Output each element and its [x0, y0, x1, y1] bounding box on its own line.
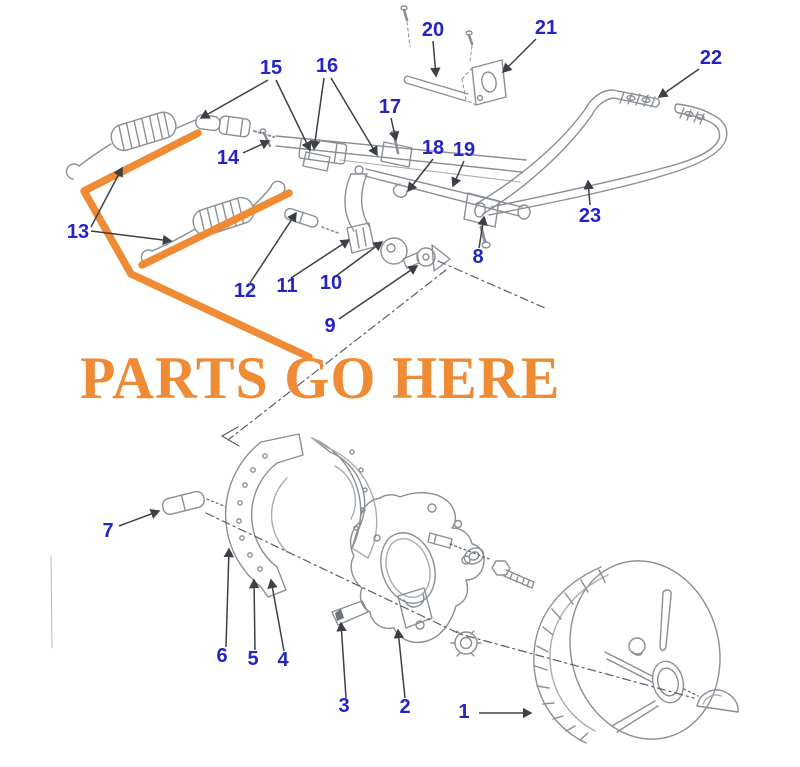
- part-label-7: 7: [102, 520, 114, 542]
- part-label-16: 16: [315, 55, 339, 77]
- part-label-11: 11: [276, 275, 298, 297]
- part-label-9: 9: [324, 315, 336, 337]
- part-label-6: 6: [216, 645, 228, 667]
- part-label-8: 8: [472, 246, 484, 268]
- leader-lines: [90, 38, 700, 719]
- part-label-15: 15: [259, 57, 283, 79]
- part-label-10: 10: [319, 272, 343, 294]
- part-label-13: 13: [66, 221, 90, 243]
- construction-lines: [205, 260, 699, 699]
- part-label-4: 4: [277, 649, 289, 671]
- part-label-17: 17: [378, 96, 402, 118]
- part-label-21: 21: [534, 17, 558, 39]
- part-label-20: 20: [421, 19, 445, 41]
- annotation-text: PARTS GO HERE: [80, 343, 561, 412]
- part-label-18: 18: [421, 137, 445, 159]
- part-label-22: 22: [699, 47, 723, 69]
- part-label-1: 1: [458, 701, 470, 723]
- part-label-5: 5: [247, 648, 259, 670]
- parts-artwork: [50, 5, 739, 744]
- part-label-23: 23: [578, 205, 602, 227]
- part-label-19: 19: [452, 139, 476, 161]
- part-label-12: 12: [233, 280, 257, 302]
- part-label-14: 14: [216, 147, 240, 169]
- part-label-2: 2: [399, 696, 411, 718]
- part-label-3: 3: [338, 695, 350, 717]
